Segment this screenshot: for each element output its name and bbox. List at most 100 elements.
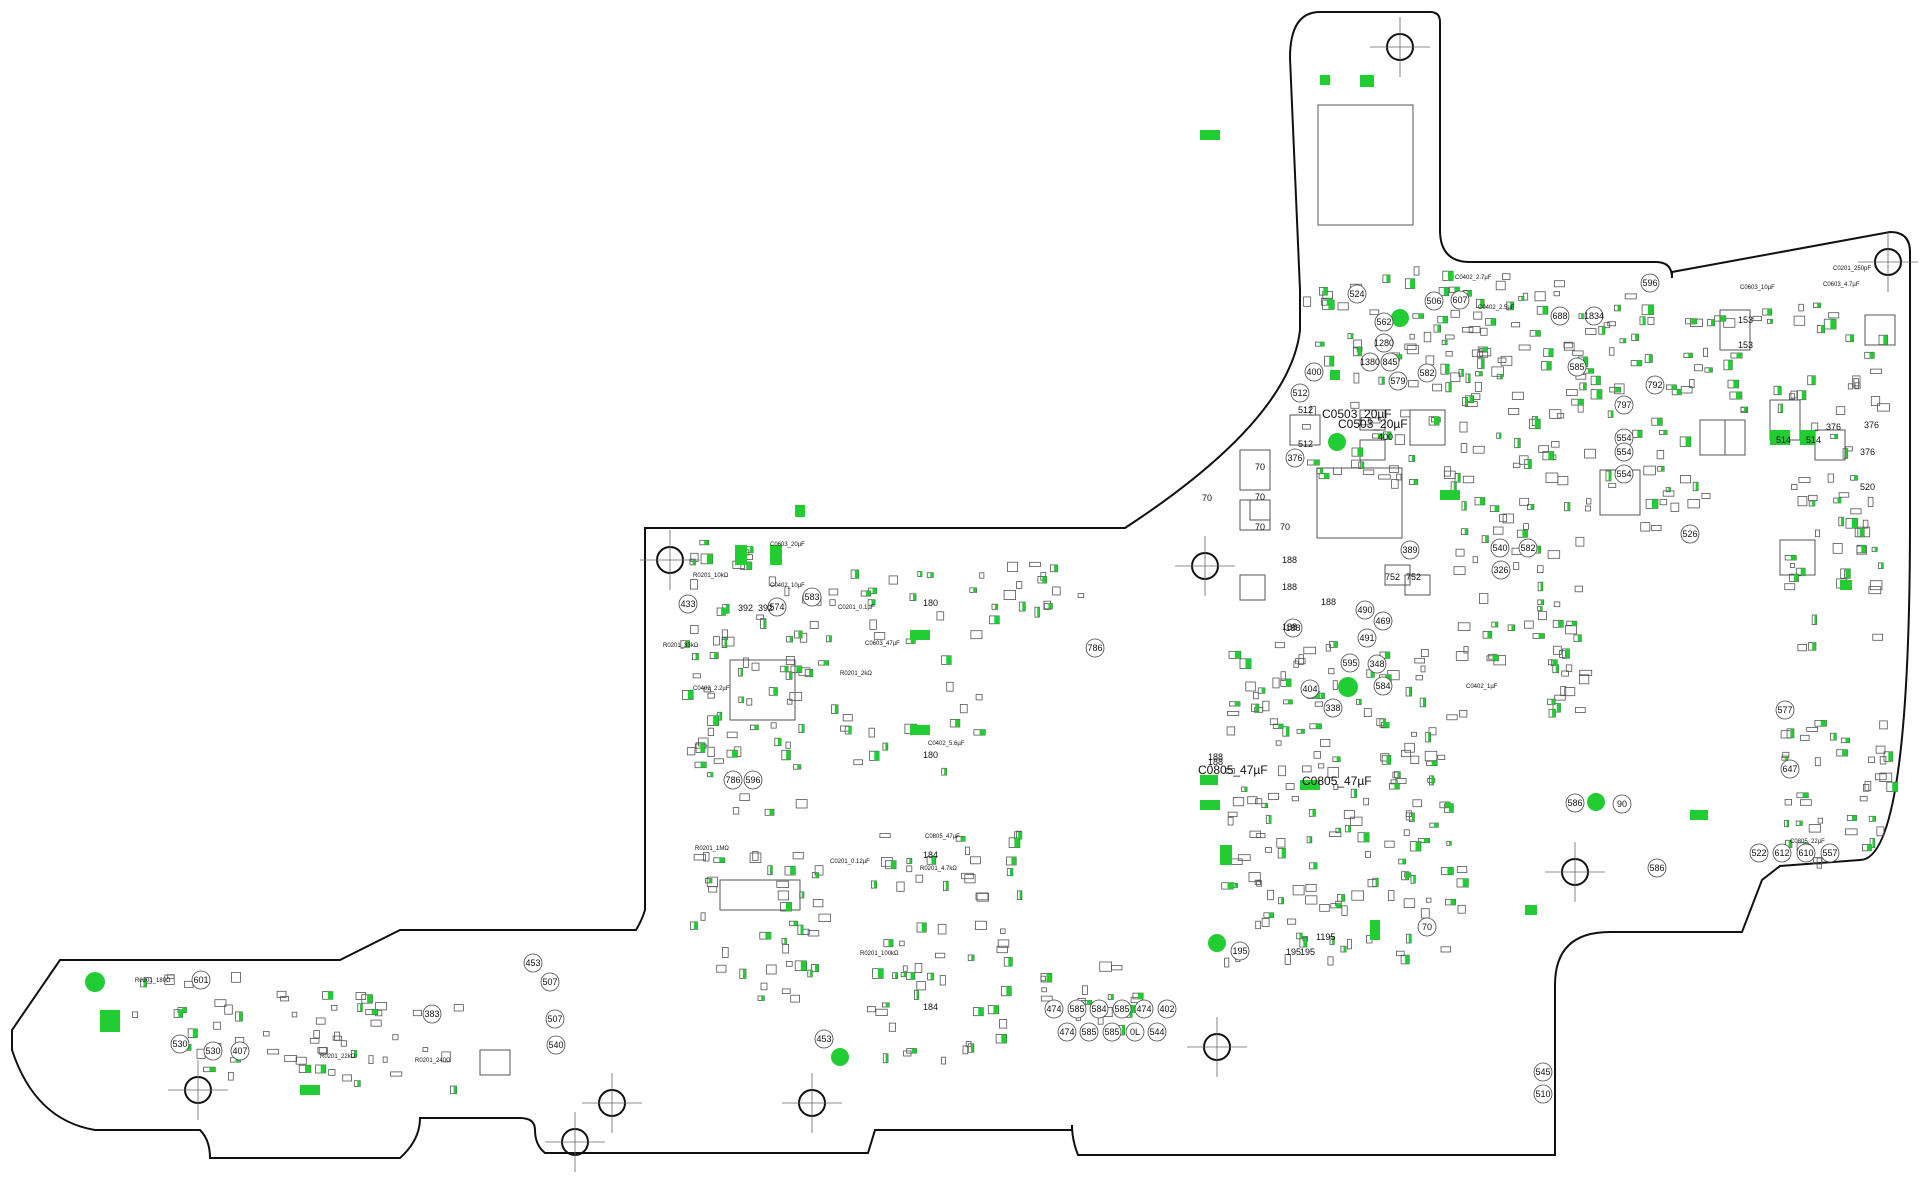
passive-outline bbox=[915, 874, 924, 883]
callout: 786 bbox=[723, 770, 743, 790]
passive-outline bbox=[1800, 799, 1812, 806]
passive-outline bbox=[1262, 700, 1270, 712]
callout-label: 607 bbox=[1452, 295, 1467, 305]
passive-outline bbox=[914, 963, 923, 974]
silk-label: C0603_20µF bbox=[770, 542, 805, 548]
green-pad bbox=[1449, 841, 1452, 846]
passive-outline bbox=[1554, 280, 1565, 288]
component-parts bbox=[132, 104, 1898, 1095]
passive-outline bbox=[975, 892, 989, 901]
green-pad bbox=[1845, 448, 1848, 459]
silk-label: C0603_10µF bbox=[1740, 285, 1775, 291]
passive-outline bbox=[392, 1034, 399, 1041]
green-pad bbox=[874, 881, 877, 889]
callout-label: 582 bbox=[1419, 368, 1434, 378]
chip-package bbox=[729, 659, 796, 721]
green-pad bbox=[1110, 994, 1114, 1000]
passive-outline bbox=[1603, 322, 1611, 329]
passive-outline bbox=[1351, 890, 1365, 901]
passive-outline bbox=[1502, 513, 1514, 524]
callout-label: 512 bbox=[1292, 388, 1307, 398]
callout: 545 bbox=[1533, 1062, 1553, 1082]
passive-outline bbox=[1656, 449, 1665, 460]
passive-outline bbox=[903, 1050, 912, 1057]
green-pad bbox=[1329, 356, 1334, 366]
passive-outline bbox=[1428, 727, 1437, 736]
green-pad bbox=[1538, 633, 1545, 639]
callout-label: 70 bbox=[1422, 922, 1432, 932]
green-pad bbox=[1517, 438, 1521, 448]
green-pad bbox=[1394, 783, 1400, 790]
large-component-label: C0805_47µF bbox=[1302, 774, 1372, 788]
callout-label: 583 bbox=[804, 592, 819, 602]
green-pad bbox=[810, 970, 813, 977]
passive-outline bbox=[453, 1004, 464, 1012]
green-pad bbox=[800, 960, 807, 971]
part-label: 70 bbox=[1202, 493, 1212, 503]
green-pad bbox=[1443, 287, 1449, 296]
callout-label: 0L bbox=[1130, 1027, 1140, 1037]
passive-outline bbox=[692, 673, 701, 679]
green-pad bbox=[885, 1053, 888, 1063]
passive-outline bbox=[1694, 364, 1703, 372]
passive-outline bbox=[1403, 898, 1416, 908]
passive-outline bbox=[1472, 556, 1478, 564]
passive-outline bbox=[1784, 583, 1796, 591]
passive-outline bbox=[291, 1011, 298, 1018]
passive-outline bbox=[1406, 345, 1419, 355]
passive-outline bbox=[814, 865, 824, 876]
green-pad bbox=[1200, 130, 1220, 140]
green-pad bbox=[828, 635, 832, 642]
passive-outline bbox=[1564, 687, 1576, 697]
passive-outline bbox=[1513, 562, 1520, 570]
green-pad bbox=[1018, 831, 1022, 840]
green-pad bbox=[1548, 348, 1554, 357]
callout-label: 562 bbox=[1376, 317, 1391, 327]
passive-outline bbox=[1227, 816, 1234, 826]
passive-outline bbox=[784, 586, 790, 597]
green-pad bbox=[1341, 894, 1345, 902]
green-pad bbox=[910, 972, 915, 980]
passive-outline bbox=[707, 692, 715, 699]
passive-outline bbox=[686, 747, 696, 756]
passive-outline bbox=[690, 625, 699, 634]
green-pad bbox=[1558, 620, 1563, 628]
green-pad bbox=[971, 955, 975, 961]
passive-outline bbox=[1298, 654, 1304, 665]
callout: 554 bbox=[1614, 464, 1634, 484]
silk-label: C0201_0.1µF bbox=[838, 605, 875, 611]
part-label: 70 bbox=[1255, 522, 1265, 532]
passive-outline bbox=[1369, 309, 1380, 316]
part-label: 1195 bbox=[1316, 932, 1335, 942]
green-pad bbox=[1770, 319, 1773, 324]
callout: 376 bbox=[1285, 448, 1305, 468]
green-pad bbox=[801, 891, 804, 898]
passive-outline bbox=[1703, 347, 1709, 357]
green-pad bbox=[1129, 1012, 1133, 1018]
callout: 507 bbox=[545, 1009, 565, 1029]
passive-outline bbox=[1519, 497, 1530, 506]
silk-label: R0201_180Ω bbox=[135, 978, 171, 984]
silk-label: R0201_1MΩ bbox=[695, 846, 729, 852]
green-pad bbox=[944, 768, 947, 776]
passive-outline bbox=[879, 833, 891, 838]
passive-outline bbox=[1254, 879, 1261, 885]
silk-label: R0201_10kΩ bbox=[693, 573, 729, 579]
passive-outline bbox=[1828, 312, 1840, 319]
green-pad bbox=[178, 1009, 183, 1018]
passive-outline bbox=[1267, 889, 1274, 901]
green-pad bbox=[848, 726, 852, 734]
green-pad bbox=[1444, 802, 1450, 808]
passive-outline bbox=[1806, 727, 1818, 732]
callout-label: 585 bbox=[1069, 1004, 1084, 1014]
green-pad bbox=[1770, 430, 1790, 445]
green-pad bbox=[885, 1002, 890, 1007]
callout: 506 bbox=[1424, 291, 1444, 311]
passive-outline bbox=[1659, 499, 1668, 506]
green-pad bbox=[1837, 498, 1841, 503]
green-pad bbox=[1743, 407, 1747, 412]
green-pad bbox=[994, 615, 1000, 624]
green-pad bbox=[1370, 669, 1375, 678]
passive-outline bbox=[1367, 417, 1381, 424]
chip-package bbox=[1289, 414, 1321, 446]
